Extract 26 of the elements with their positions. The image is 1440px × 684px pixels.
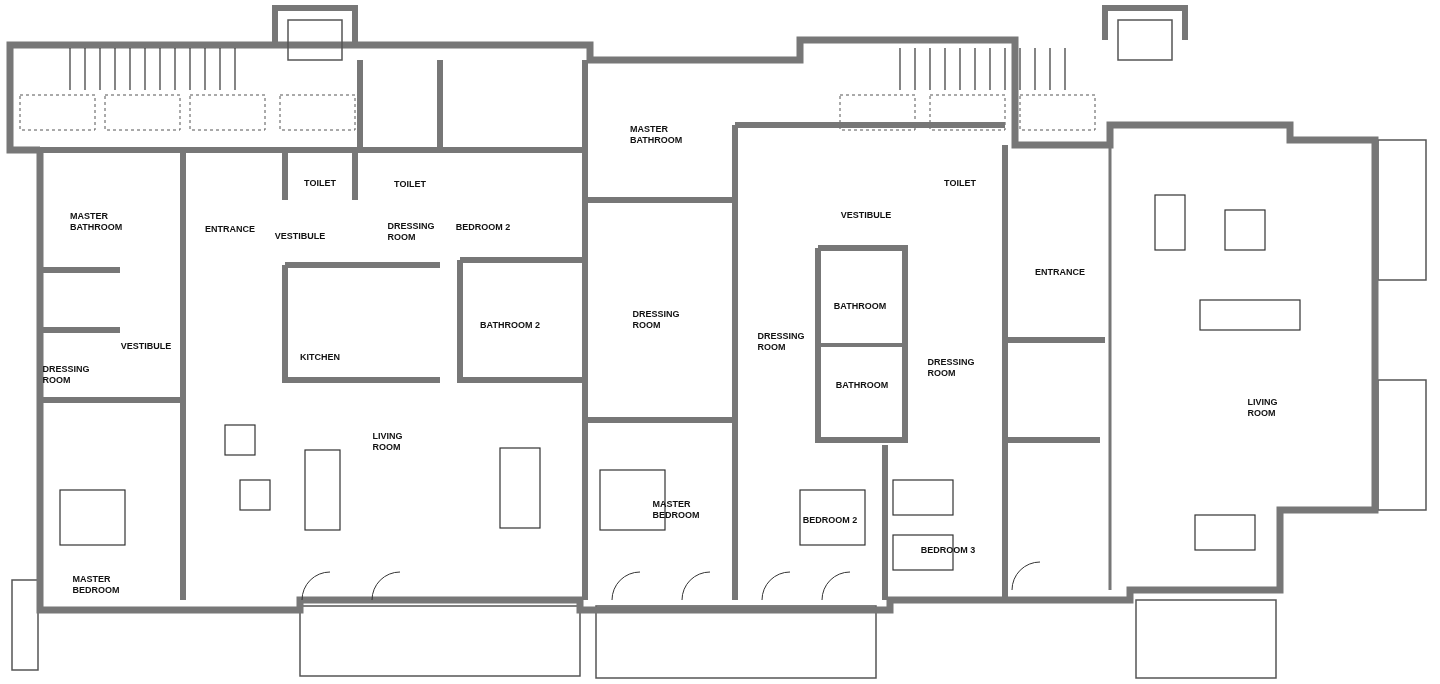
room-label: LIVING ROOM [372,431,404,453]
room-label: MASTER BEDROOM [72,574,121,596]
room-label: VESTIBULE [120,340,172,352]
room-label: DRESSING ROOM [387,221,436,243]
room-label: TOILET [304,177,336,189]
room-label: TOILET [944,177,976,189]
room-label: KITCHEN [300,351,340,363]
room-label: LIVING ROOM [1247,397,1279,419]
room-label: BEDROOM 2 [802,514,858,526]
room-label: BATHROOM [835,379,889,391]
room-label: BATHROOM [833,300,887,312]
room-label: ENTRANCE [205,223,255,235]
room-label: ENTRANCE [1035,266,1085,278]
room-label: BEDROOM 2 [455,221,511,233]
room-label: BEDROOM 3 [920,544,976,556]
room-label: DRESSING ROOM [927,357,976,379]
room-label: MASTER BEDROOM [652,499,701,521]
room-label: VESTIBULE [274,230,326,242]
room-label: DRESSING ROOM [632,309,681,331]
room-label: MASTER BATHROOM [630,124,684,146]
room-label: DRESSING ROOM [757,331,806,353]
room-label: MASTER BATHROOM [70,211,124,233]
room-label: DRESSING ROOM [42,364,91,386]
room-label: TOILET [394,178,426,190]
room-label: BATHROOM 2 [480,319,540,331]
room-label: VESTIBULE [840,209,892,221]
